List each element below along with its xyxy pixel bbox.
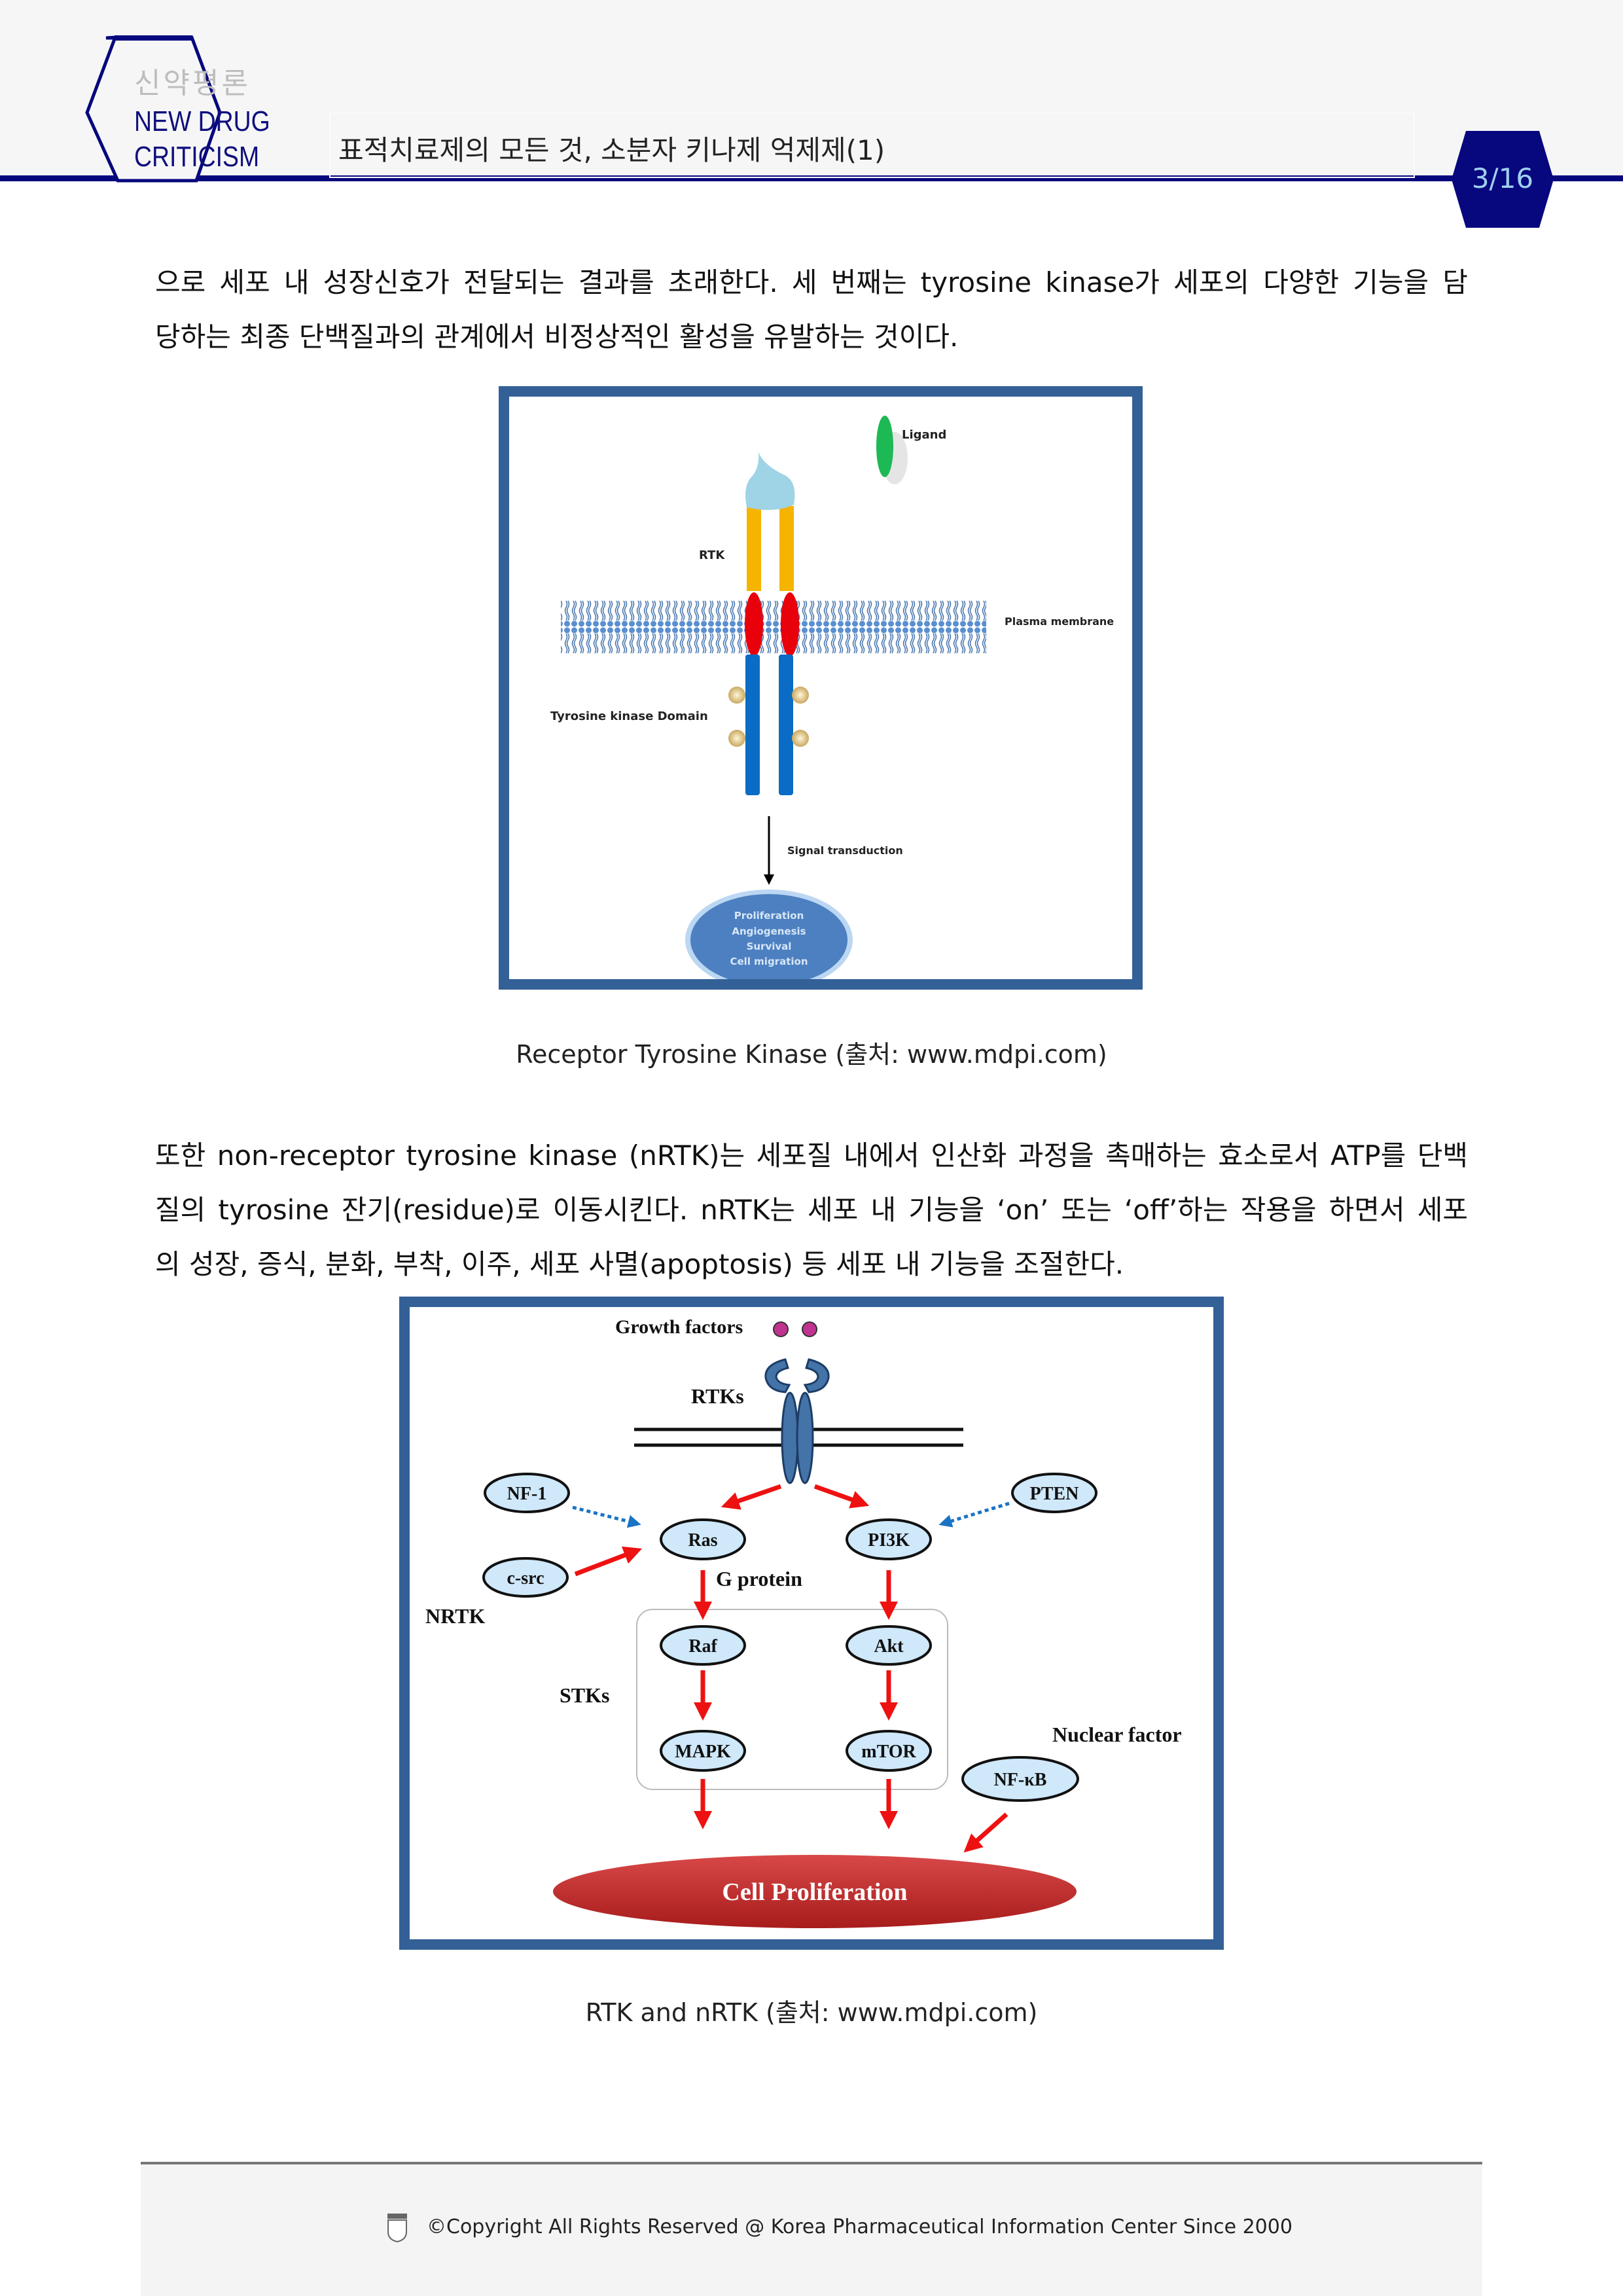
- kpic-emblem-icon: [387, 2214, 407, 2242]
- growth-factor-dot: [773, 1321, 789, 1337]
- node-raf: Raf: [688, 1636, 717, 1657]
- node-pten: PTEN: [1030, 1484, 1079, 1504]
- node-nf1: NF-1: [507, 1484, 547, 1504]
- text-line: 으로 세포 내 성장신호가 전달되는 결과를 초래한다. 세 번째는 tyros…: [155, 266, 1468, 298]
- phosphate-groups: [728, 687, 809, 747]
- footer-divider: [141, 2162, 1482, 2164]
- kinase-domain-right: [779, 655, 793, 795]
- ligand-label: Ligand: [902, 428, 946, 442]
- plasma-membrane-label: Plasma membrane: [1005, 615, 1114, 628]
- plasma-membrane: [561, 595, 986, 655]
- rtk-ligand-binding-head: [745, 452, 795, 511]
- rtks-label: RTKs: [691, 1384, 744, 1408]
- cell-proliferation-ellipse: [553, 1855, 1077, 1928]
- outcome-proliferation: Proliferation: [734, 910, 804, 922]
- text-line: 또한 non-receptor tyrosine kinase (nRTK)는 …: [155, 1139, 1468, 1172]
- rtk-extracellular-right: [779, 506, 794, 591]
- logo-hexagon: [85, 35, 222, 183]
- title-box: [329, 113, 1415, 178]
- outcome-angiogenesis: Angiogenesis: [732, 925, 806, 937]
- copyright-text: ©Copyright All Rights Reserved @ Korea P…: [427, 2215, 1293, 2238]
- header-background: [0, 0, 1623, 179]
- node-ras: Ras: [688, 1530, 717, 1551]
- page-indicator: 3/16: [1471, 162, 1534, 194]
- header-divider: [0, 175, 1623, 181]
- text-line: 질의 tyrosine 잔기(residue)로 이동시킨다. nRTK는 세포…: [155, 1194, 1468, 1226]
- logo-english-line1: NEW DRUG: [134, 105, 270, 137]
- rtk-label: RTK: [699, 548, 725, 562]
- logo-english-line2: CRITICISM: [134, 141, 260, 173]
- growth-factors-label: Growth factors: [615, 1316, 743, 1338]
- node-mapk: MAPK: [675, 1742, 731, 1762]
- outcome-ellipse: [690, 894, 847, 979]
- stks-box: [636, 1609, 948, 1790]
- transmembrane-right: [781, 592, 799, 656]
- growth-factor-dot: [802, 1321, 817, 1337]
- node-c-src: c-src: [507, 1568, 544, 1588]
- outcome-cell-migration: Cell migration: [730, 956, 808, 967]
- figure-rtk-diagram: Ligand RTK Plasma membrane Tyrosine kina…: [499, 386, 1143, 990]
- nrtk-label: NRTK: [425, 1604, 485, 1628]
- tyrosine-kinase-domain-label: Tyrosine kinase Domain: [550, 709, 708, 723]
- document-title: 표적치료제의 모든 것, 소분자 키나제 억제제(1): [338, 134, 885, 166]
- paragraph-2: 또한 non-receptor tyrosine kinase (nRTK)는 …: [155, 1128, 1468, 1291]
- logo-korean: 신약평론: [134, 67, 251, 99]
- cell-proliferation-label: Cell Proliferation: [722, 1878, 907, 1906]
- text-line: 당하는 최종 단백질과의 관계에서 비정상적인 활성을 유발하는 것이다.: [155, 321, 959, 353]
- figure1-caption: Receptor Tyrosine Kinase (출처: www.mdpi.c…: [516, 1040, 1107, 1069]
- transmembrane-left: [745, 592, 763, 656]
- g-protein-label: G protein: [716, 1567, 802, 1590]
- pathway-nodes: [482, 1473, 1097, 1802]
- text-line: 의 성장, 증식, 분화, 부착, 이주, 세포 사멸(apoptosis) 등…: [155, 1248, 1124, 1280]
- stks-label: STKs: [560, 1683, 609, 1707]
- node-mtor: mTOR: [861, 1742, 916, 1762]
- rtk-receptor: [764, 1358, 830, 1484]
- footer: [141, 2164, 1482, 2296]
- nuclear-factor-label: Nuclear factor: [1052, 1723, 1182, 1746]
- node-pi3k: PI3K: [868, 1530, 910, 1551]
- signal-transduction-label: Signal transduction: [787, 844, 903, 857]
- activation-arrows: [574, 1484, 1008, 1853]
- node-akt: Akt: [874, 1636, 904, 1657]
- kinase-domain-left: [745, 655, 760, 795]
- ligand-shape: [876, 416, 893, 477]
- rtk-extracellular-left: [747, 506, 761, 591]
- inhibition-arrows: [572, 1501, 1010, 1528]
- paragraph-1: 으로 세포 내 성장신호가 전달되는 결과를 초래한다. 세 번째는 tyros…: [155, 255, 1468, 364]
- figure-rtk-nrtk-pathway: Growth factors RTKs: [399, 1297, 1224, 1950]
- outcome-survival: Survival: [747, 941, 792, 952]
- figure2-caption: RTK and nRTK (출처: www.mdpi.com): [585, 1998, 1038, 2027]
- signal-arrowhead: [764, 874, 774, 885]
- page-badge: [1452, 131, 1554, 228]
- node-nf-kb: NF-κB: [994, 1770, 1047, 1790]
